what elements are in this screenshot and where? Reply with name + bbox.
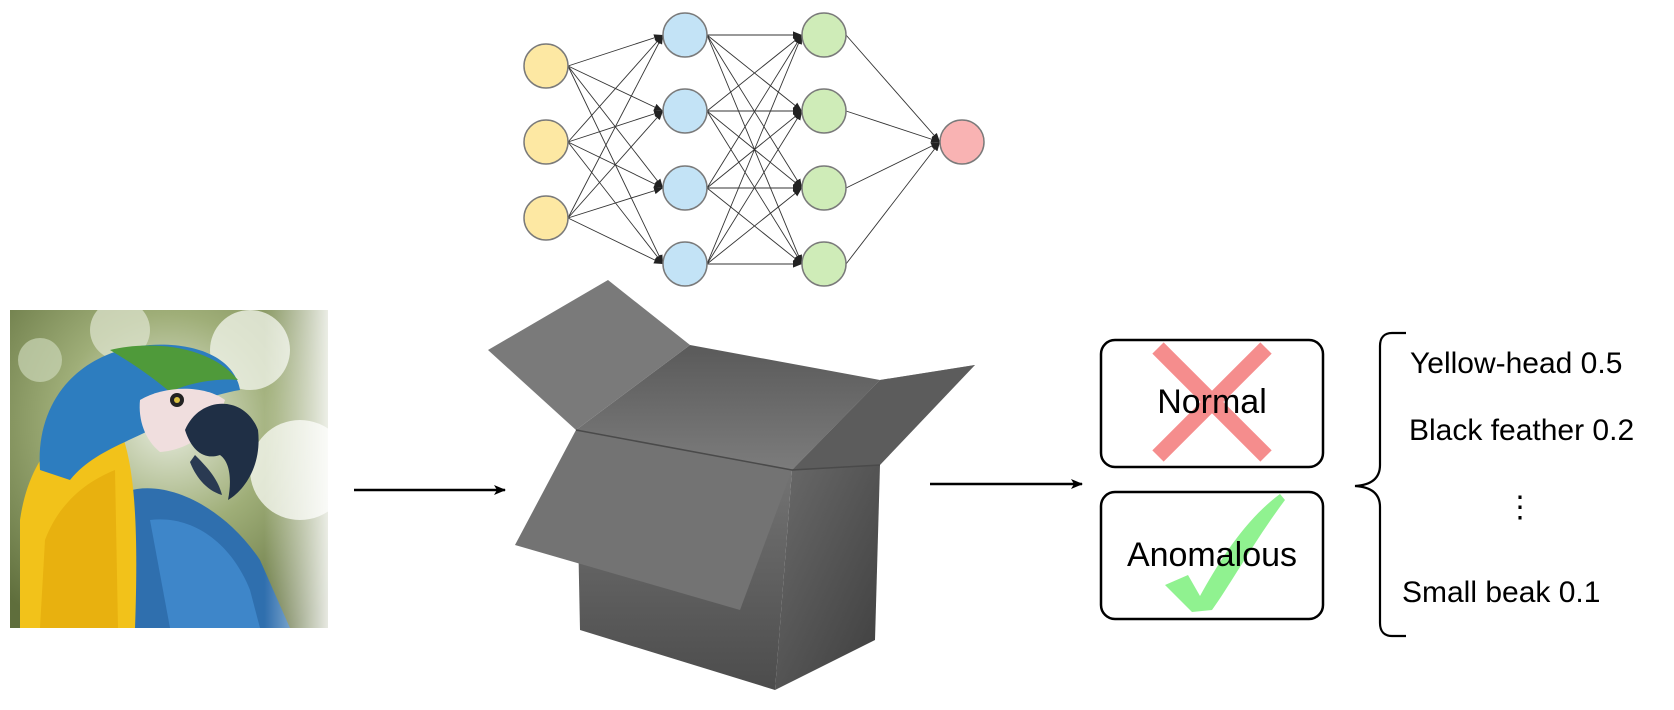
nn-edge <box>567 34 664 219</box>
nn-node <box>662 165 708 211</box>
nn-node <box>801 12 847 58</box>
curly-brace <box>1354 331 1406 638</box>
nn-edge <box>567 34 664 143</box>
result-anomalous-label: Anomalous <box>1126 536 1298 574</box>
nn-edge <box>706 187 803 265</box>
cross-icon <box>1152 342 1272 462</box>
result-normal-label: Normal <box>1157 383 1267 421</box>
nn-node <box>801 241 847 287</box>
nn-node <box>523 195 569 241</box>
neural-network <box>523 12 985 287</box>
nn-edge <box>706 34 803 112</box>
nn-edge <box>706 34 803 265</box>
nn-edge <box>567 34 664 67</box>
nn-node <box>662 88 708 134</box>
nn-edge <box>706 34 803 189</box>
black-box-icon <box>488 280 975 690</box>
feature-item: Black feather 0.2 <box>1409 414 1635 447</box>
nn-node <box>801 165 847 211</box>
feature-item: Small beak 0.1 <box>1402 576 1601 609</box>
nn-node <box>662 241 708 287</box>
nn-edge <box>845 34 941 143</box>
nn-node <box>939 119 985 165</box>
nn-node <box>801 88 847 134</box>
nn-node <box>523 43 569 89</box>
nn-edge <box>567 110 664 219</box>
nn-edge <box>845 141 941 189</box>
nn-node <box>523 119 569 165</box>
nn-edge <box>706 110 803 265</box>
feature-item: Yellow-head 0.5 <box>1410 347 1623 380</box>
checkmark-icon <box>1165 494 1285 612</box>
nn-edge <box>567 187 664 219</box>
parrot-image-fade <box>10 310 328 628</box>
nn-edge <box>567 217 664 265</box>
nn-edge <box>845 110 941 143</box>
nn-edge <box>845 141 941 265</box>
feature-ellipsis: ⋮ <box>1505 491 1535 524</box>
nn-node <box>662 12 708 58</box>
